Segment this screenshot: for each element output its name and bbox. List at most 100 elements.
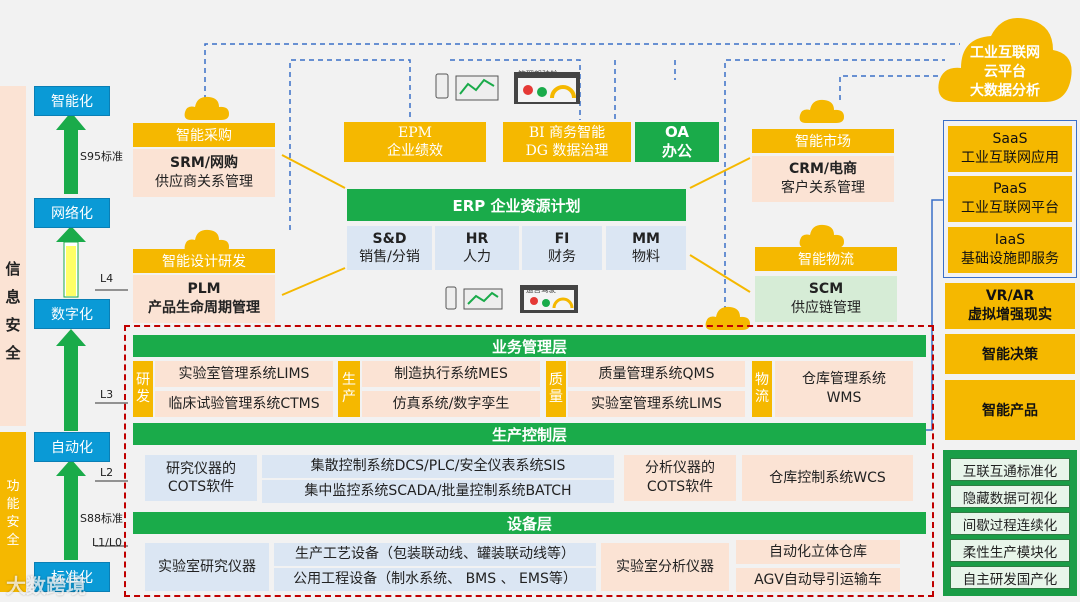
capability-item: 隐藏数据可视化 bbox=[950, 485, 1070, 508]
smart-design-tag: 智能设计研发 bbox=[133, 249, 275, 273]
operations-label: 运营驾驶 bbox=[526, 285, 556, 294]
erp-module-name: 财务 bbox=[548, 249, 576, 265]
wms-title: 仓库管理系统 bbox=[802, 371, 886, 388]
enterprise-layers-frame bbox=[124, 325, 934, 597]
auto-warehouse-box: 自动化立体仓库 bbox=[736, 540, 900, 564]
cloud-line2: 云平台 bbox=[984, 64, 1026, 80]
smart-market-tag: 智能市场 bbox=[752, 129, 894, 153]
cloud-icon bbox=[184, 229, 229, 253]
wms-code: WMS bbox=[826, 390, 862, 406]
cloud-icon bbox=[799, 99, 844, 123]
erp-module-name: 人力 bbox=[463, 249, 491, 265]
analyzer-cots-line2: COTS软件 bbox=[646, 479, 714, 495]
smart-logistics-tag: 智能物流 bbox=[755, 247, 897, 271]
capability-item: 间歇过程连续化 bbox=[950, 512, 1070, 535]
oa-title: OA bbox=[665, 123, 689, 141]
s88-label: S88标准 bbox=[80, 512, 123, 525]
bi-box: BI 商务智能 DG 数据治理 bbox=[503, 122, 631, 162]
epm-title: EPM bbox=[398, 125, 432, 141]
large-cloud-icon bbox=[938, 18, 1072, 102]
epm-box: EPM 企业绩效 bbox=[344, 122, 486, 162]
vr-subtitle: 虚拟增强现实 bbox=[968, 307, 1052, 323]
dashboard-label: 管理驾驶舱 bbox=[518, 70, 558, 79]
iaas-box: IaaS 基础设施即服务 bbox=[948, 227, 1072, 273]
plm-title: PLM bbox=[187, 281, 221, 298]
utility-equipment-box: 公用工程设备（制水系统、 BMS 、 EMS等） bbox=[274, 568, 596, 591]
vr-ar-box: VR/AR 虚拟增强现实 bbox=[945, 283, 1075, 329]
capability-item: 互联互通标准化 bbox=[950, 458, 1070, 481]
lims-box: 实验室管理系统LIMS bbox=[155, 361, 333, 387]
scm-title: SCM bbox=[808, 281, 844, 297]
oa-subtitle: 办公 bbox=[661, 142, 692, 160]
mes-box: 制造执行系统MES bbox=[362, 361, 540, 387]
level-automation: 自动化 bbox=[34, 432, 110, 462]
level-standard: 标准化 bbox=[34, 562, 110, 592]
cloud-icon bbox=[799, 224, 844, 248]
erp-module-fi: FI 财务 bbox=[522, 226, 602, 270]
paas-subtitle: 工业互联网平台 bbox=[961, 200, 1059, 216]
saas-box: SaaS 工业互联网应用 bbox=[948, 126, 1072, 172]
wcs-box: 仓库控制系统WCS bbox=[742, 455, 913, 501]
func-safety-band bbox=[0, 432, 26, 592]
smart-product-box: 智能产品 bbox=[945, 380, 1075, 440]
scm-subtitle: 供应链管理 bbox=[791, 300, 861, 316]
device-layer-title: 设备层 bbox=[133, 512, 926, 534]
cloud-line3: 大数据分析 bbox=[970, 83, 1040, 99]
info-security-band bbox=[0, 86, 26, 426]
epm-subtitle: 企业绩效 bbox=[387, 143, 443, 159]
watermark-text: 大数跨境 bbox=[6, 574, 86, 598]
oa-box: OA 办公 bbox=[635, 122, 719, 162]
research-cots-box: 研究仪器的 COTS软件 bbox=[145, 455, 257, 501]
level-networked: 网络化 bbox=[34, 198, 110, 228]
erp-title: ERP 企业资源计划 bbox=[347, 189, 686, 221]
scada-box: 集中监控系统SCADA/批量控制系统BATCH bbox=[262, 480, 614, 503]
l4-label: L4 bbox=[100, 272, 114, 285]
research-cots-line1: 研究仪器的 bbox=[166, 460, 236, 477]
capability-item: 自主研发国产化 bbox=[950, 566, 1070, 589]
l2-label: L2 bbox=[100, 466, 114, 479]
control-layer-title: 生产控制层 bbox=[133, 423, 926, 445]
vr-title: VR/AR bbox=[985, 288, 1035, 304]
lab-analysis-box: 实验室分析仪器 bbox=[601, 543, 729, 591]
level-intelligent: 智能化 bbox=[34, 86, 110, 116]
erp-module-code: S&D bbox=[372, 230, 407, 247]
agv-box: AGV自动导引运输车 bbox=[736, 568, 900, 592]
analyzer-cots-box: 分析仪器的 COTS软件 bbox=[624, 455, 736, 501]
level-digital: 数字化 bbox=[34, 299, 110, 329]
erp-module-mm: MM 物料 bbox=[606, 226, 686, 270]
digital-twin-box: 仿真系统/数字孪生 bbox=[362, 391, 540, 417]
analyzer-cots-line1: 分析仪器的 bbox=[645, 460, 715, 477]
plm-subtitle: 产品生命周期管理 bbox=[148, 300, 260, 316]
ctms-box: 临床试验管理系统CTMS bbox=[155, 391, 333, 417]
dg-title: DG 数据治理 bbox=[525, 143, 609, 159]
func-safety-label: 功能 安全 bbox=[6, 479, 20, 548]
scm-box: SCM 供应链管理 bbox=[755, 276, 897, 322]
logistics-tag: 物 流 bbox=[752, 361, 772, 417]
crm-box: CRM/电商 客户关系管理 bbox=[752, 156, 894, 202]
erp-module-code: FI bbox=[554, 230, 570, 247]
smart-purchase-tag: 智能采购 bbox=[133, 123, 275, 147]
erp-module-code: MM bbox=[632, 230, 660, 247]
research-cots-line2: COTS软件 bbox=[167, 479, 235, 495]
srm-box: SRM/网购 供应商关系管理 bbox=[133, 149, 275, 197]
qms-box: 质量管理系统QMS bbox=[568, 361, 745, 387]
capability-item: 柔性生产模块化 bbox=[950, 539, 1070, 562]
erp-module-code: HR bbox=[465, 230, 489, 247]
iaas-subtitle: 基础设施即服务 bbox=[961, 251, 1059, 267]
erp-module-sd: S&D 销售/分销 bbox=[347, 226, 432, 270]
qa-lims-box: 实验室管理系统LIMS bbox=[568, 391, 745, 417]
saas-subtitle: 工业互联网应用 bbox=[961, 150, 1059, 166]
paas-title: PaaS bbox=[993, 181, 1027, 197]
production-tag: 生 产 bbox=[338, 361, 360, 417]
bi-title: BI 商务智能 bbox=[528, 125, 606, 141]
s95-label: S95标准 bbox=[80, 150, 123, 163]
l3-label: L3 bbox=[100, 388, 114, 401]
dcs-box: 集散控制系统DCS/PLC/安全仪表系统SIS bbox=[262, 455, 614, 478]
wms-box: 仓库管理系统 WMS bbox=[775, 361, 913, 417]
operations-devices-icon bbox=[445, 285, 578, 313]
cloud-icon bbox=[184, 96, 229, 120]
erp-module-hr: HR 人力 bbox=[435, 226, 519, 270]
process-equipment-box: 生产工艺设备（包装联动线、罐装联动线等） bbox=[274, 543, 596, 566]
srm-subtitle: 供应商关系管理 bbox=[155, 174, 253, 190]
erp-module-name: 物料 bbox=[632, 249, 660, 265]
